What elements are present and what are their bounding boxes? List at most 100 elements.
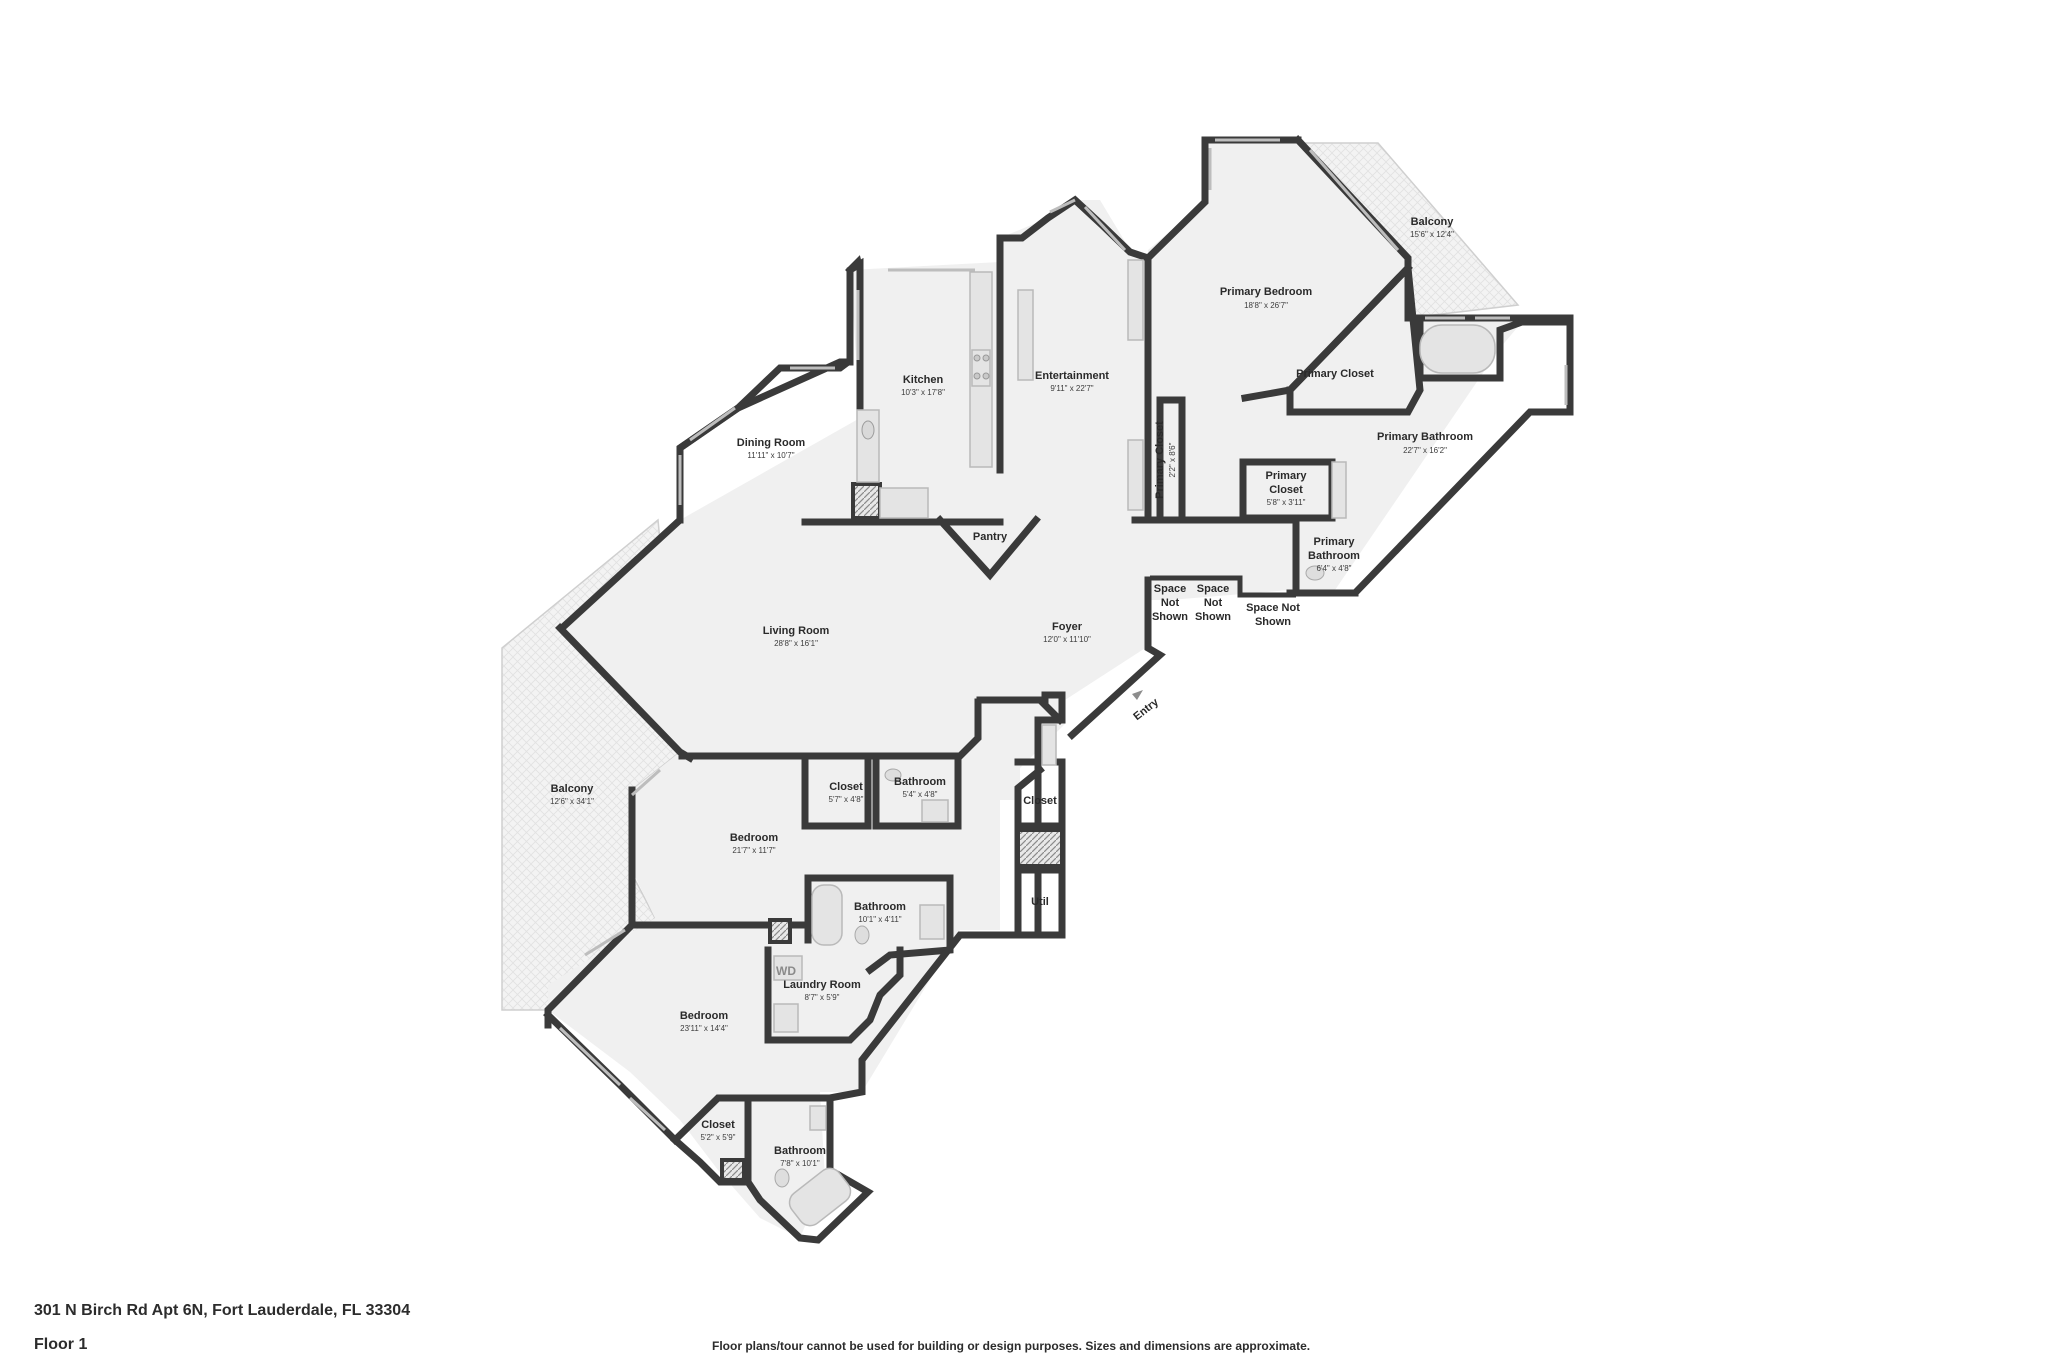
primary-tub [1419,324,1496,374]
label-entertainment: Entertainment 9'11" x 22'7" [1035,370,1109,393]
kitchen-counter-south [879,487,929,519]
stove-burner-1 [973,354,981,362]
label-balcony-ne: Balcony 15'6" x 12'4" [1410,216,1454,239]
sns1-line1: Space [1154,583,1186,595]
bathroom-1-name: Bathroom [894,776,946,788]
label-pantry: Pantry [973,531,1008,543]
label-balcony-west: Balcony 12'6" x 34'1" [550,783,594,806]
label-primary-bathroom-main: Primary Bathroom 22'7" x 16'2" [1377,431,1473,455]
kitchen-sink [861,420,875,440]
label-living-room: Living Room 28'8" x 16'1" [763,625,830,648]
wall-hall-east [825,931,1064,1103]
sns2-line3: Shown [1195,611,1231,623]
bath2-toilet [854,925,870,945]
label-space-not-shown-2: Space Not Shown [1195,583,1231,623]
wall-closet1 [801,752,872,830]
wall-pantry [935,515,1041,581]
closet-1-dim: 5'7" x 4'8" [829,795,864,804]
laundry-sink [773,1003,799,1033]
bedroom-2-name: Bedroom [680,1010,729,1022]
primary-closet-b-line1: Primary [1266,470,1308,482]
primary-bedroom-dim: 18'8" x 26'7" [1244,301,1288,310]
entertainment-shelf-3 [1127,439,1144,511]
shaft-laundry [768,918,792,944]
label-kitchen: Kitchen 10'3" x 17'8" [901,374,945,397]
closet-3-dim: 5'2" x 5'9" [701,1133,736,1142]
label-laundry-room: WD Laundry Room 8'7" x 5'9" [776,964,861,1002]
laundry-appliance-label: WD [776,964,796,978]
bathroom-3-name: Bathroom [774,1145,826,1157]
dining-room-name: Dining Room [737,437,806,449]
entertainment-shelf-2 [1127,259,1144,341]
label-primary-closet-narrow: Primary Closet 2'2" x 8'6" [1154,421,1177,499]
wall-laundry [764,946,904,1044]
balcony-ne-name: Balcony [1411,216,1455,228]
stove-burner-2 [982,354,990,362]
bedroom-1-dim: 21'7" x 11'7" [732,846,775,855]
stove-burner-3 [973,372,981,380]
label-closet-1: Closet 5'7" x 4'8" [829,781,864,804]
window-2 [689,406,736,442]
primary-closet-b-line2: Closet [1269,484,1303,496]
primary-bedroom-name: Primary Bedroom [1220,286,1313,298]
sns2-line1: Space [1197,583,1229,595]
bedroom-2-dim: 23'11" x 14'4" [680,1024,728,1033]
entry-arrow-icon [1132,690,1143,700]
bathroom-2-name: Bathroom [854,901,906,913]
kitchen-name: Kitchen [903,374,944,386]
sns1-line2: Not [1161,597,1180,609]
balcony-ne-dim: 15'6" x 12'4" [1410,230,1454,239]
window-16 [558,1026,622,1087]
label-space-not-shown-3: Space Not Shown [1246,602,1300,628]
primary-closet-b-dim: 5'8" x 3'11" [1267,498,1306,507]
pantry-name: Pantry [973,531,1008,543]
label-bathroom-2: Bathroom 10'1" x 4'11" [854,901,906,924]
closet-2-name: Closet [1023,795,1057,807]
wall-primary-bath-tub [1416,314,1574,382]
closet-3-name: Closet [701,1119,735,1131]
floor-label: Floor 1 [34,1336,88,1353]
wall-primary-closet-a [1285,260,1424,416]
bedroom-1-name: Bedroom [730,832,779,844]
label-closet-3: Closet 5'2" x 5'9" [701,1119,736,1142]
foyer-name: Foyer [1052,621,1083,633]
wall-foyer-east [1067,576,1166,740]
bath1-sink [921,799,949,823]
label-closet-2: Closet [1023,795,1057,807]
bath2-tub [811,884,843,946]
label-dining-room: Dining Room 11'11" x 10'7" [737,437,806,460]
kitchen-dim: 10'3" x 17'8" [901,388,945,397]
wall-space-not-shown [1150,575,1296,598]
label-bathroom-3: Bathroom 7'8" x 10'1" [774,1145,826,1168]
primary-bathroom-small-line1: Primary [1314,536,1356,548]
property-address: 301 N Birch Rd Apt 6N, Fort Lauderdale, … [34,1302,411,1319]
label-primary-closet-b: Primary Closet 5'8" x 3'11" [1266,470,1308,507]
entry-name: Entry [1131,696,1161,723]
wall-primary-interior [1156,396,1184,522]
primary-closet-narrow-dim: 2'2" x 8'6" [1168,442,1177,477]
wall-bedroom1-north [678,698,982,760]
primary-toilet [1305,565,1325,581]
sns2-line2: Not [1204,597,1223,609]
balcony-west-dim: 12'6" x 34'1" [550,797,594,806]
label-util: Util [1031,896,1049,908]
bath3-tub [788,1167,852,1227]
wall-bathroom2 [804,874,954,975]
wall-foyer-sw [976,696,1065,725]
bath2-sink [919,904,945,940]
bath3-toilet [774,1168,790,1188]
dining-room-dim: 11'11" x 10'7" [747,451,794,460]
label-primary-bathroom-small: Primary Bathroom 6'4" x 4'8" [1308,536,1360,573]
laundry-room-name: Laundry Room [783,979,861,991]
bath1-toilet [884,768,902,782]
primary-bathroom-small-dim: 6'4" x 4'8" [1317,564,1352,573]
bathroom-3-dim: 7'8" x 10'1" [780,1159,820,1168]
shaft-closet3 [720,1158,746,1182]
primary-bathroom-small-line2: Bathroom [1308,550,1360,562]
primary-vanity [1331,461,1347,519]
sns3-line2: Shown [1255,616,1291,628]
bathroom-1-dim: 5'4" x 4'8" [903,790,938,799]
window-10 [1308,149,1400,251]
laundry-washer-dryer [773,955,803,981]
